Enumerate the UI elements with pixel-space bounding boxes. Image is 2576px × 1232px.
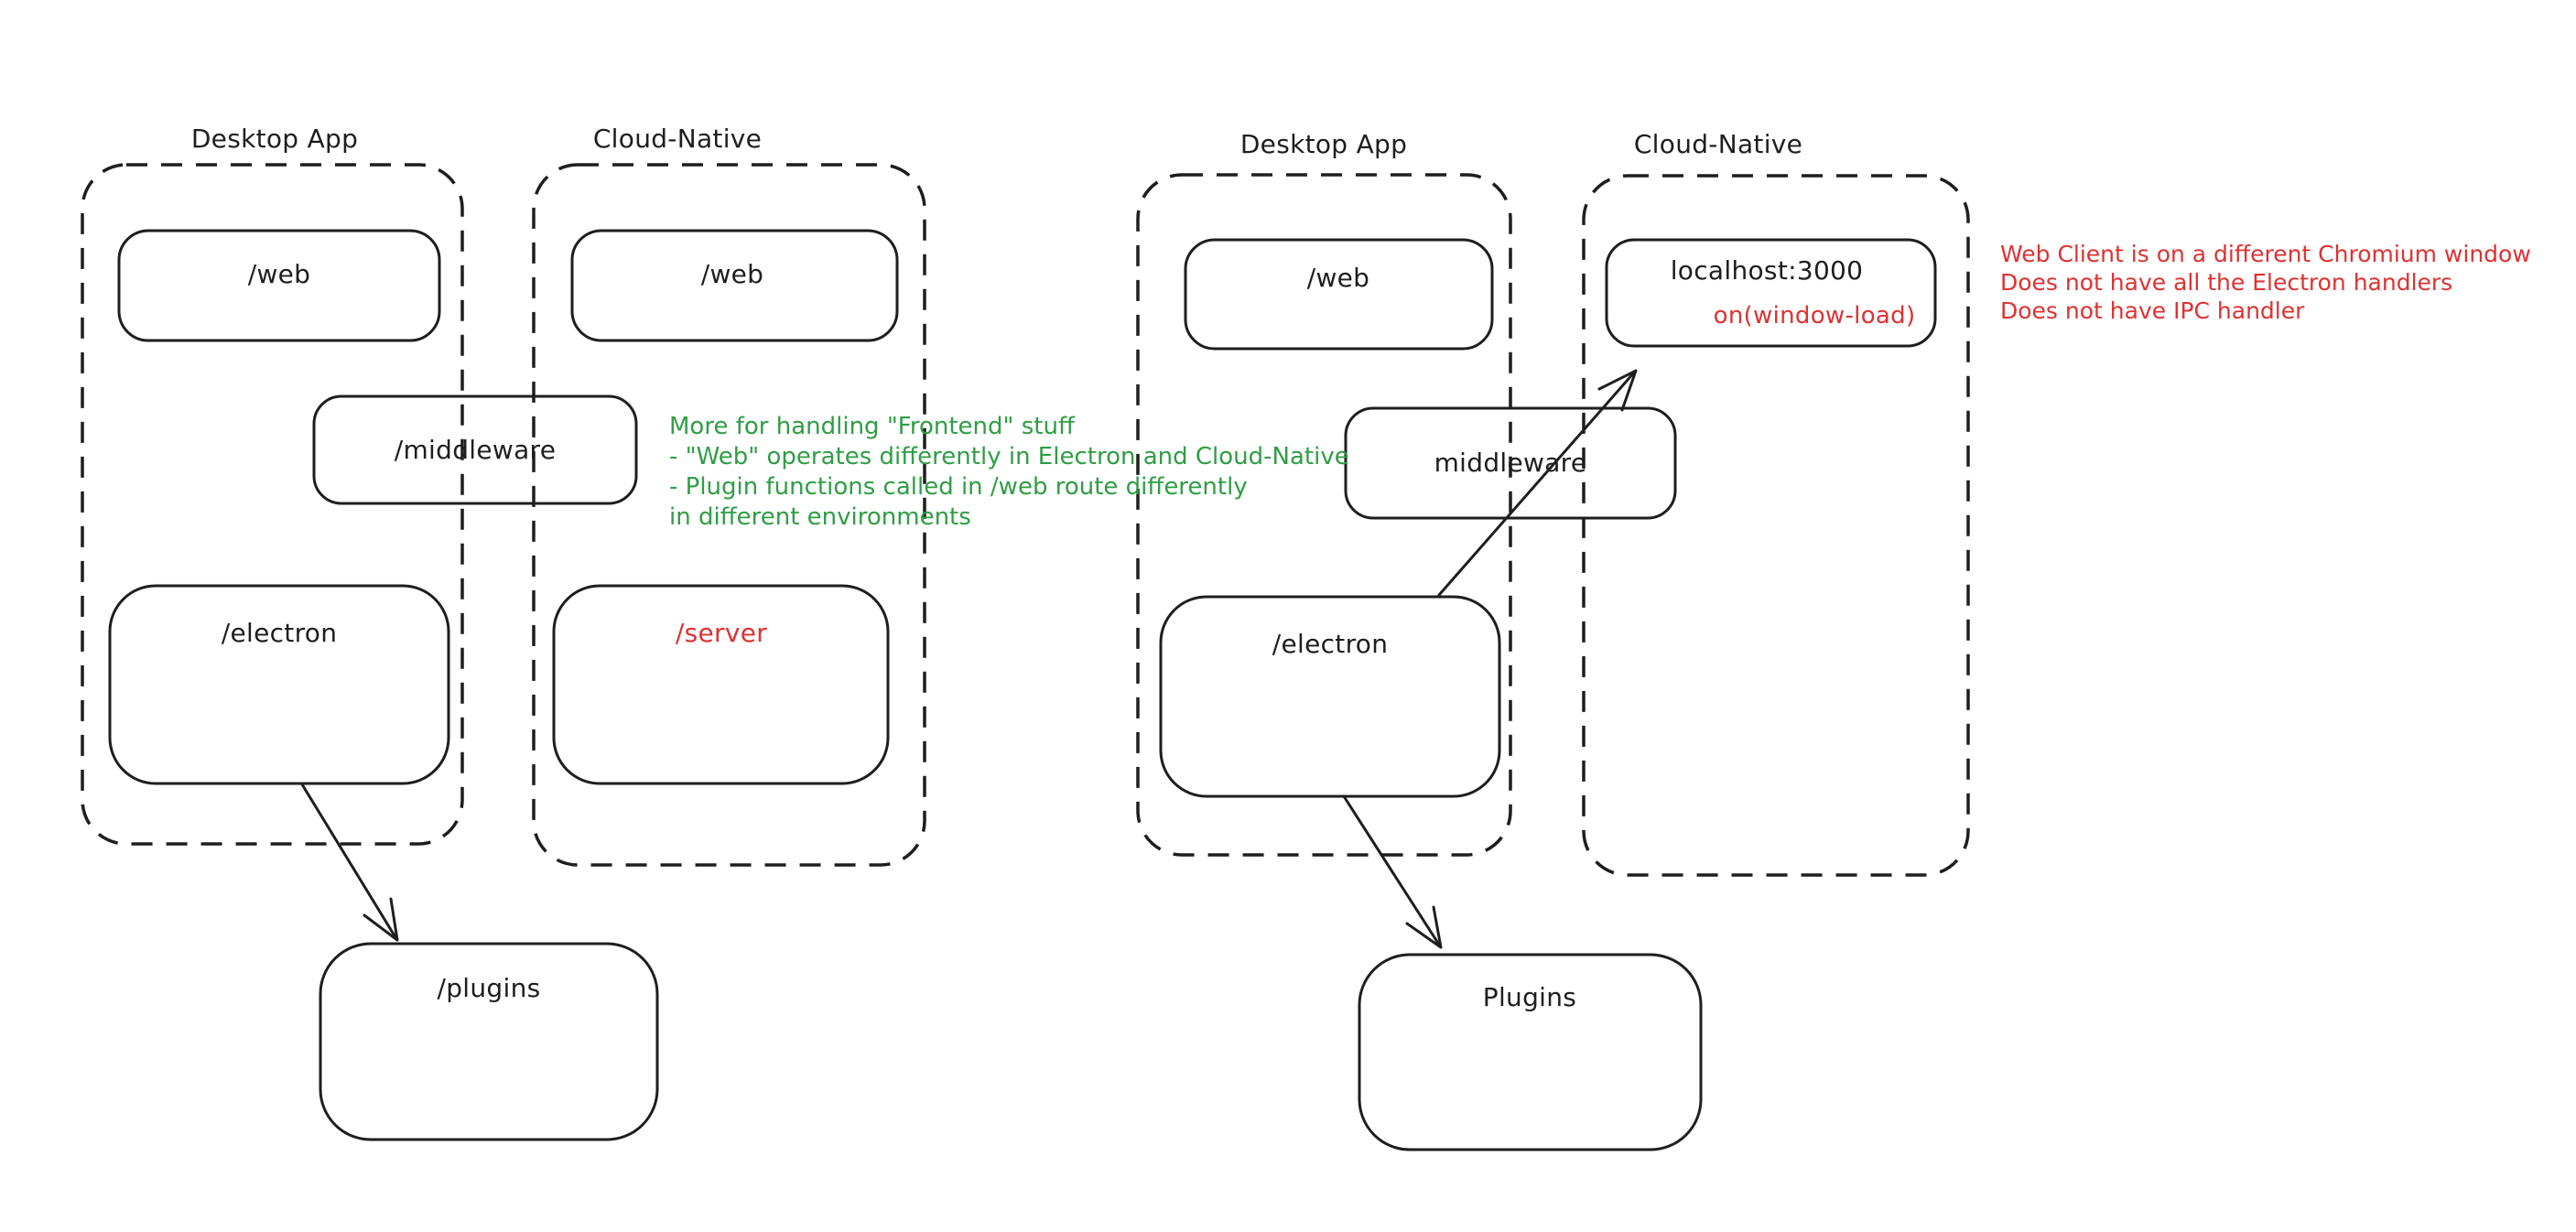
box-right-middleware — [1344, 406, 1677, 520]
box-left-plugins — [319, 942, 659, 1141]
box-label-middleware-left: /middleware — [394, 435, 557, 465]
box-label-electron-left: /electron — [221, 618, 338, 648]
box-label-localhost: localhost:3000 — [1670, 255, 1864, 286]
box-label-web-desktop-right: /web — [1306, 263, 1370, 293]
green-note-line: More for handling "Frontend" stuff — [669, 413, 1075, 440]
box-right-plugins — [1358, 953, 1703, 1151]
box-label-window-load: on(window-load) — [1713, 302, 1916, 330]
container-left-cloud-native — [532, 163, 926, 867]
red-note-line: Does not have all the Electron handlers — [2000, 269, 2453, 296]
arrow-left-electron-to-plugins — [300, 783, 399, 942]
container-right-cloud-native — [1582, 174, 1970, 877]
red-note: Web Client is on a different Chromium wi… — [2000, 240, 2531, 325]
red-note-line: Web Client is on a different Chromium wi… — [2000, 241, 2531, 267]
arrow-right-electron-to-localhost — [1437, 369, 1638, 597]
container-label-cloud-native-right: Cloud-Native — [1633, 129, 1803, 159]
green-note: More for handling "Frontend" stuff - "We… — [669, 412, 1349, 533]
box-label-plugins-left: /plugins — [437, 973, 541, 1003]
arrow-right-electron-to-plugins — [1342, 794, 1443, 949]
box-right-localhost — [1605, 238, 1937, 348]
box-label-web-cloud-left: /web — [700, 259, 764, 289]
box-right-web-desktop — [1184, 238, 1494, 351]
container-left-desktop-app — [81, 163, 464, 846]
container-label-cloud-native-left: Cloud-Native — [592, 124, 763, 154]
green-note-line: - "Web" operates differently in Electron… — [669, 443, 1349, 470]
box-right-electron — [1159, 595, 1501, 798]
box-left-server — [552, 584, 890, 785]
green-note-line: in different environments — [669, 503, 971, 531]
green-note-line: - Plugin functions called in /web route … — [669, 473, 1248, 501]
box-label-middleware-right: middleware — [1434, 448, 1587, 478]
box-label-server-left: /server — [675, 618, 768, 648]
box-label-plugins-right: Plugins — [1482, 982, 1577, 1012]
container-label-desktop-app-left: Desktop App — [190, 124, 359, 154]
container-right-desktop-app — [1136, 173, 1512, 857]
red-note-line: Does not have IPC handler — [2000, 297, 2305, 324]
container-label-desktop-app-right: Desktop App — [1239, 129, 1408, 159]
box-left-web-cloud — [570, 229, 899, 342]
box-left-electron — [108, 584, 450, 785]
box-left-web-desktop — [117, 229, 441, 342]
box-left-middleware — [312, 394, 638, 505]
box-label-web-desktop-left: /web — [247, 259, 311, 289]
box-label-electron-right: /electron — [1272, 629, 1389, 659]
